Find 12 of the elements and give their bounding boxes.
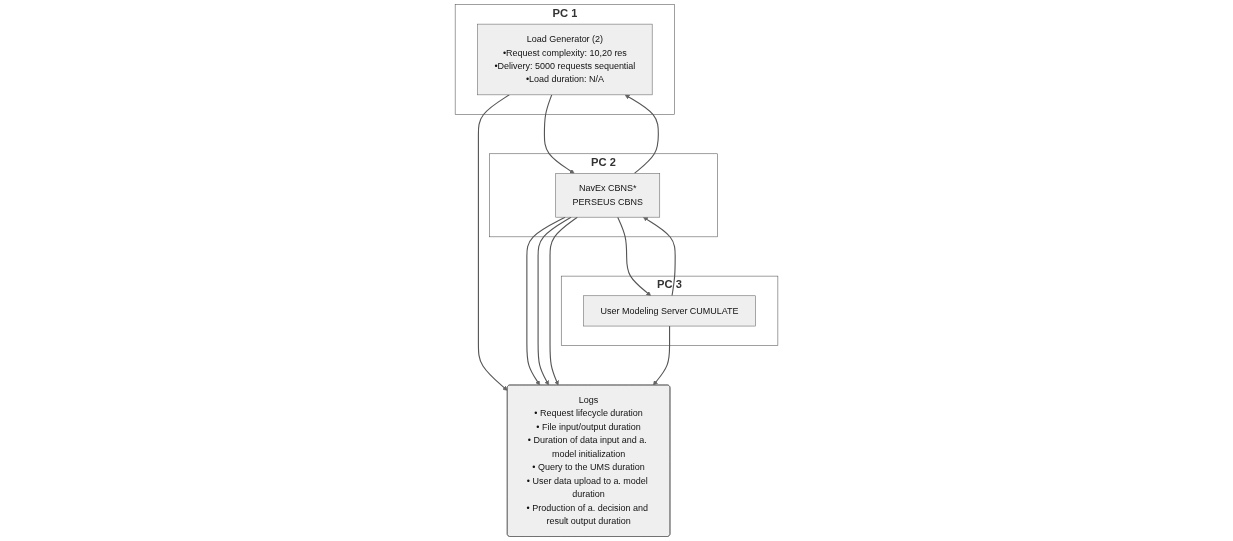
node-box: Load Generator (2) •Request complexity: 10,20 res •Delivery: 5000 requests sequential •Load duration: N/A xyxy=(477,23,653,96)
arrow xyxy=(549,216,578,386)
arrow xyxy=(643,216,676,297)
node-box: User Modeling Server CUMULATE xyxy=(583,295,756,327)
arrow xyxy=(543,94,575,174)
arrow xyxy=(537,216,572,386)
arrow xyxy=(526,216,566,386)
arrow xyxy=(624,94,659,174)
arrow xyxy=(617,216,652,296)
node-box: NavEx CBNS* PERSEUS CBNS xyxy=(555,173,660,218)
arrow xyxy=(652,325,671,386)
arrow xyxy=(477,94,510,391)
